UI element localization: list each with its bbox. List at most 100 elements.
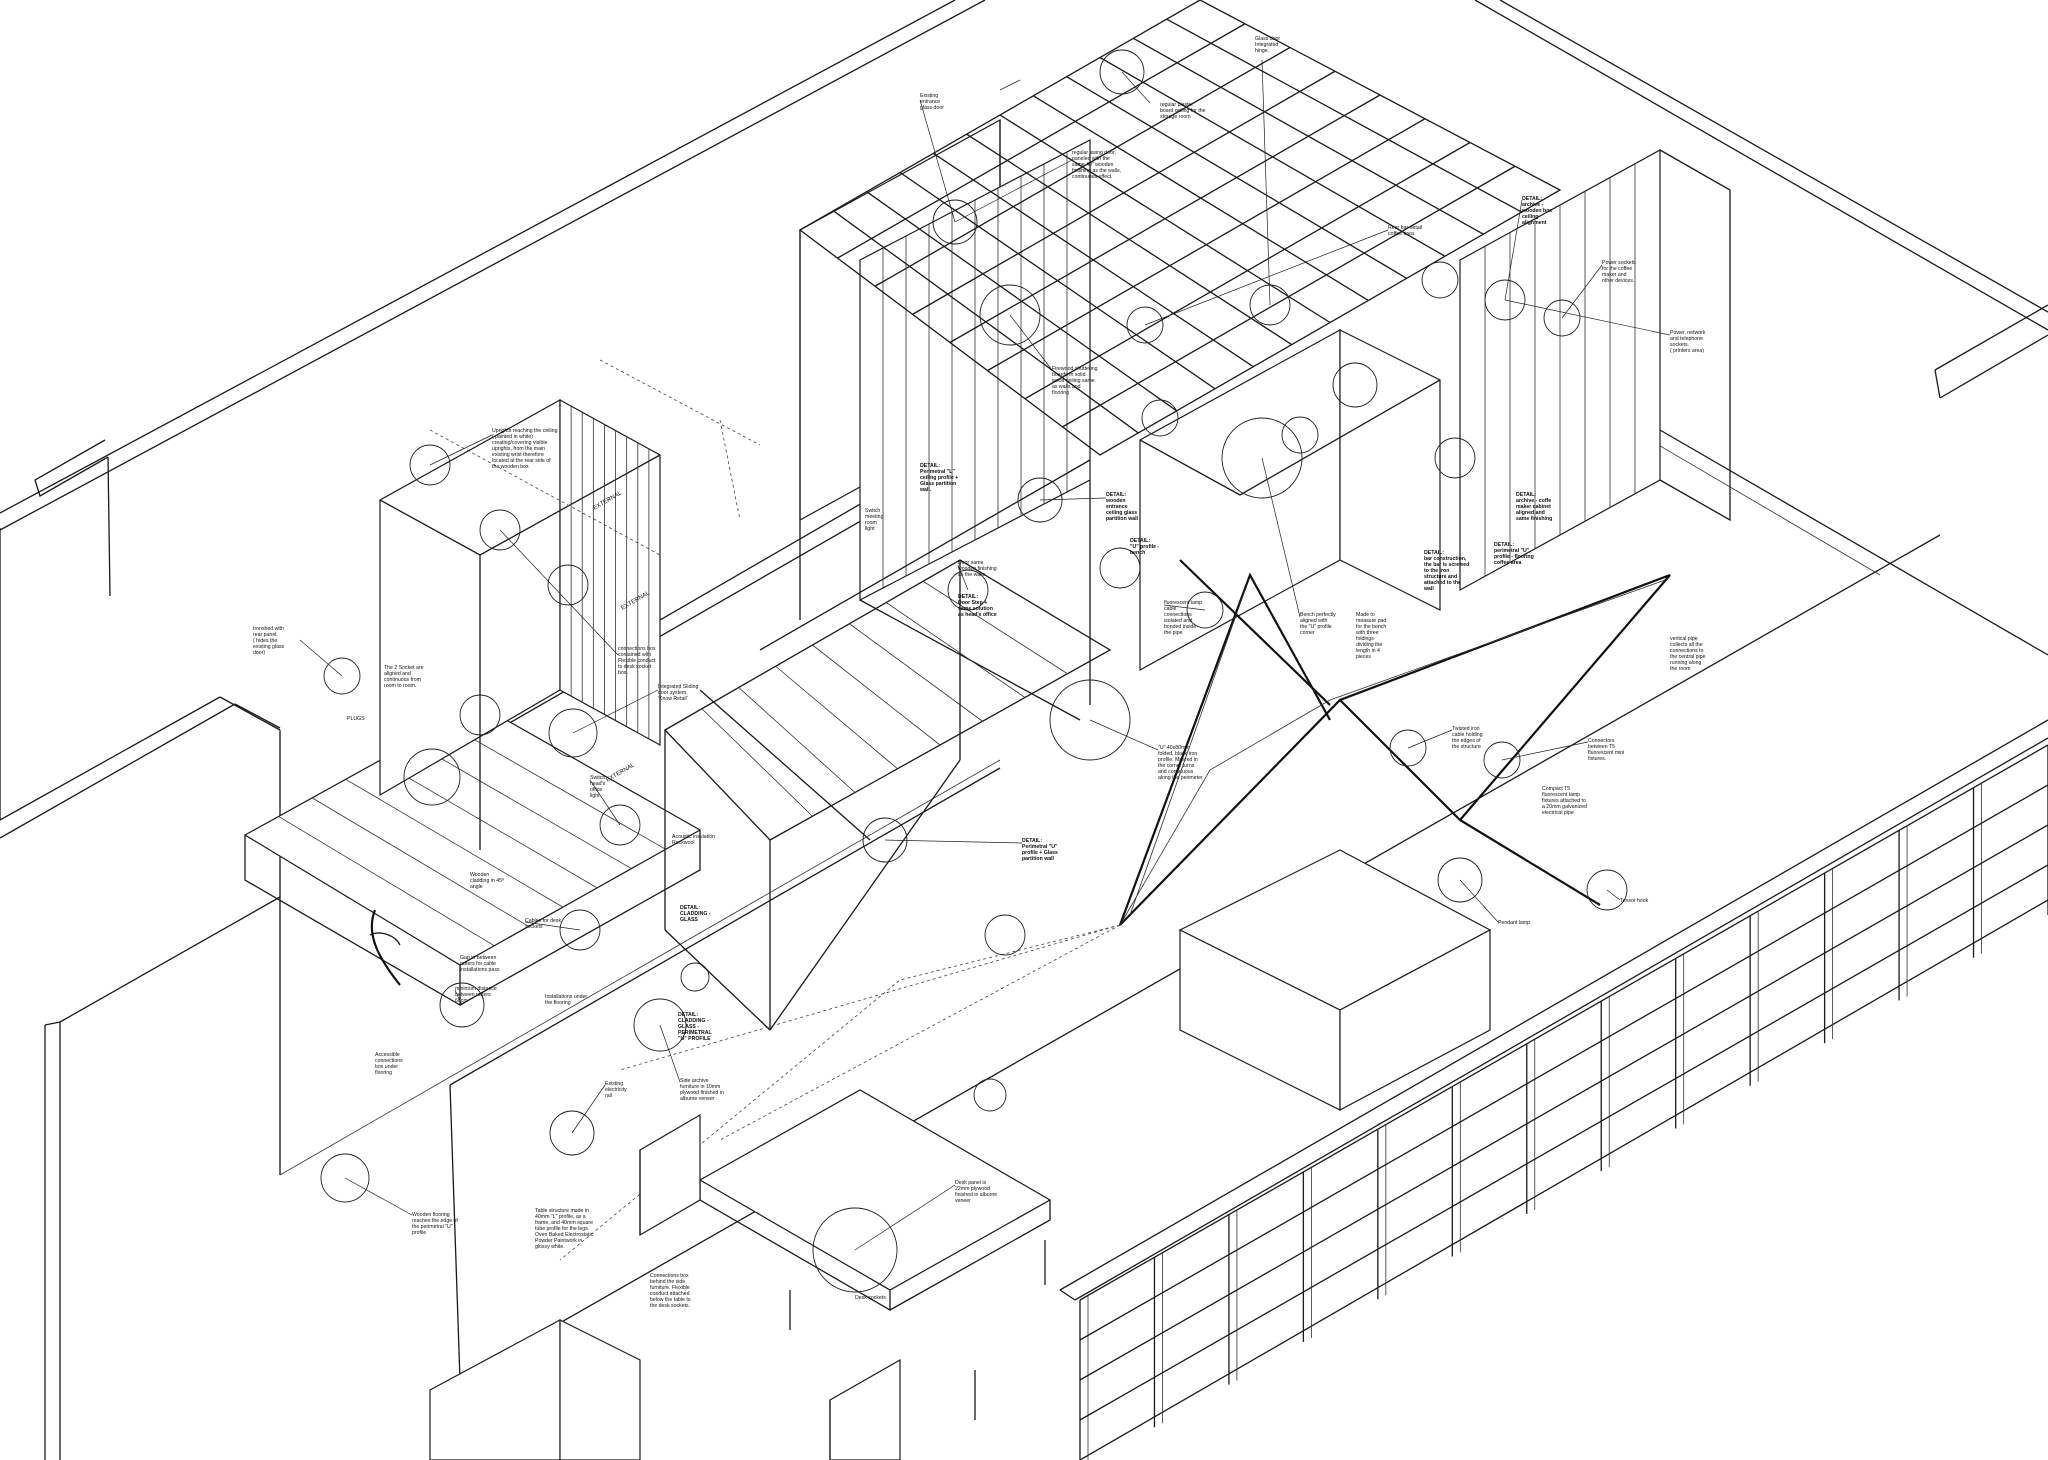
drawing-line [854, 1184, 956, 1251]
annotation: connections box contained with Flexible … [618, 646, 656, 676]
desk [429, 1089, 1052, 1460]
callout-circle [680, 962, 710, 992]
callout-circle [1437, 857, 1483, 903]
drawing-line [589, 779, 621, 826]
callout-circle [439, 982, 485, 1028]
callout-circle [459, 694, 501, 736]
drawing-line [701, 708, 813, 817]
drawing-line [1501, 741, 1589, 761]
callout-circle [548, 708, 598, 758]
drawing-line [1261, 59, 1271, 306]
drawing-line [884, 839, 1023, 844]
drawing-line [571, 1084, 606, 1134]
annotation: Uprights reaching the ceiling ( painted … [492, 428, 558, 470]
annotation: Acoustic insulation Rockwool [672, 834, 715, 846]
callout-circle [599, 804, 641, 846]
drawing-line [659, 1024, 681, 1083]
annotation: regular swing door, paneled with the sam… [1072, 150, 1122, 180]
callout-circle [1483, 741, 1521, 779]
annotation: DETAIL: Door Step + same solution as hea… [958, 594, 997, 618]
drawing-line [919, 99, 956, 223]
annotation: Compact T5 fluorescent lamp fixtures att… [1542, 786, 1587, 816]
annotation: Installations under the flooring [545, 994, 588, 1006]
drawing-line [1079, 864, 2048, 1421]
callout-circle [1099, 547, 1141, 589]
annotation: Connections box behind the side furnitur… [650, 1273, 691, 1309]
callout-circle [1389, 729, 1427, 767]
annotation: Table structure made in 40mm "L" profile… [535, 1208, 594, 1250]
drawing-line [1561, 264, 1603, 319]
annotation: DETAIL: Perimetral "L" ceiling profile +… [920, 463, 959, 493]
drawing-line [874, 46, 1291, 287]
annotation: DETAIL: bar construction, the bar is scr… [1424, 550, 1470, 592]
callout-circle [549, 1110, 595, 1156]
annotation: Firewood shuttering boards in solid wood… [1052, 366, 1098, 396]
shelving-wall [1059, 719, 2048, 1460]
annotation: Twisted iron cable holding the edges of … [1452, 726, 1483, 750]
drawing-line [738, 687, 856, 793]
annotation: Switch head's office light [590, 775, 606, 799]
drawing-line [775, 665, 898, 770]
drawing-line [1089, 719, 1159, 751]
drawing-line [837, 23, 1246, 259]
annotation: Existing electricity rail [605, 1081, 627, 1099]
drawing-line [1407, 729, 1453, 749]
drawing-line [379, 760, 598, 889]
annotation: regular plaster board ceiling for the st… [1160, 102, 1206, 120]
drawing-line [1079, 784, 2048, 1341]
callout-circle [409, 444, 451, 486]
drawing-line [1459, 879, 1499, 923]
annotation: fluorescent lamp cable connections isola… [1164, 600, 1203, 636]
drawing-line [886, 602, 1026, 698]
callout-circle [1434, 437, 1476, 479]
drawing-line [572, 689, 659, 734]
annotation: vertical pipe collects all the connectio… [1670, 636, 1706, 672]
drawing-line [1062, 165, 1516, 428]
callout-circle [1221, 417, 1303, 499]
annotation: Connectors between T5 fluorescent mini f… [1588, 738, 1625, 762]
annotation: Wooden cladding in 45º angle [470, 872, 504, 890]
callout-circle [862, 817, 908, 863]
callout-circle [932, 199, 978, 245]
callout-circle [547, 564, 589, 606]
drawing-line [812, 644, 941, 746]
drawing-line [1009, 314, 1053, 371]
annotation: Power sockets for the coffee maker and o… [1602, 260, 1636, 284]
callout-circle [1249, 284, 1291, 326]
annotation: Ironshed with rear panel. ( hides the ex… [253, 626, 285, 656]
drawing-line [912, 70, 1336, 315]
wooden-box-coffee-area [1139, 148, 1731, 672]
drawing-line [1079, 824, 2048, 1381]
drawing-line [849, 623, 983, 722]
callout-circle [320, 1153, 370, 1203]
annotation: Bench perfectly aligned with the "U" pro… [1300, 612, 1336, 636]
annotation: Switch meeting room light [865, 508, 884, 532]
drawing-line [1024, 141, 1471, 400]
wooden-box-head-office [379, 359, 761, 850]
callout-circle [633, 998, 687, 1052]
annotation: Desk sockets [855, 1295, 886, 1301]
drawing-line [499, 529, 619, 656]
drawing-line [412, 741, 632, 869]
annotation: The 2 Socket are aligned and continuous … [384, 665, 424, 689]
callout-circle [1586, 869, 1628, 911]
callout-circle [812, 1207, 898, 1293]
annotation: Made to measure pad for the bench with t… [1356, 612, 1387, 660]
callout-circle [479, 509, 521, 551]
annotation: Pendant lamp [1498, 920, 1531, 926]
annotation: "U" 40x80mm folded, black iron profile. … [1158, 745, 1203, 781]
annotation: PLUGS [347, 716, 365, 722]
lighting-structure [559, 559, 1671, 1261]
annotation: DETAIL: perimetral "U" profile - floorin… [1494, 542, 1534, 566]
callout-circle [979, 284, 1041, 346]
drawing-line [311, 797, 529, 927]
callout-circle [1484, 279, 1526, 321]
callout-circle [1281, 416, 1319, 454]
drawing-line [524, 921, 581, 931]
callout-circle [323, 657, 361, 695]
callout-circle [1017, 477, 1063, 523]
annotation: Wooden flooring reaches the edge of the … [412, 1212, 458, 1236]
annotation: Integrated Sliding door system, 'Know Re… [658, 684, 699, 702]
drawing-line [1163, 604, 1206, 611]
annotation: Desk panel is 22mm plywood finished in a… [955, 1180, 998, 1204]
